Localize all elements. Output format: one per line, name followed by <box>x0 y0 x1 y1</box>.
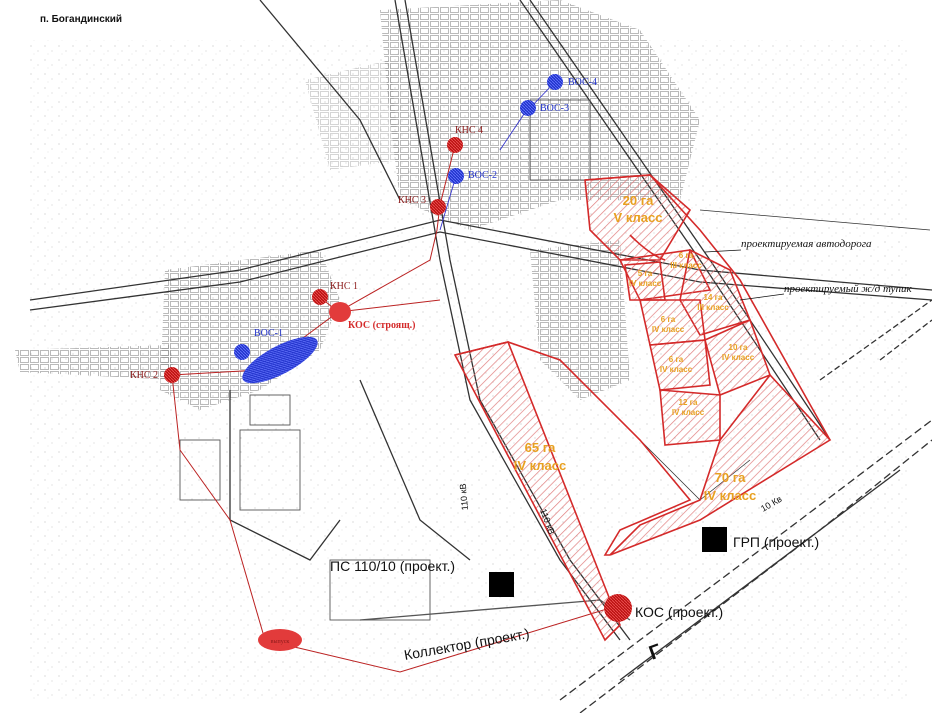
zone-area-label: 6 га <box>669 355 684 364</box>
vos2-label: ВОС-2 <box>468 170 497 181</box>
vos3-marker <box>520 100 536 116</box>
zone-70ga <box>609 373 832 556</box>
kos-building-label: КОС (строящ.) <box>348 320 415 331</box>
grp-label: ГРП (проект.) <box>733 534 819 550</box>
zone-class-label: IV класс <box>704 488 757 503</box>
outlet-label: выпуск <box>271 639 290 645</box>
kns4-label: КНС 4 <box>455 125 483 136</box>
kns2-marker <box>164 367 180 383</box>
zone-6ga-iv-b <box>649 339 711 391</box>
zone-area-label: 14 га <box>704 293 723 302</box>
kns1-label: КНС 1 <box>330 281 358 292</box>
zone-class-label: IV класс <box>672 408 705 417</box>
zone-class-label: IV класс <box>722 353 755 362</box>
zone-class-label: IV класс <box>660 365 693 374</box>
kos-proj-label: КОС (проект.) <box>635 604 723 620</box>
zone-class-label: III класс <box>670 261 702 270</box>
kns4-marker <box>447 137 463 153</box>
zone-area-label: 10 га <box>729 343 748 352</box>
zone-labels: 20 га V класс 6 га III класс 5 га IV кла… <box>514 193 757 503</box>
vos1-label: ВОС-1 <box>254 328 283 339</box>
vos2-marker <box>448 168 464 184</box>
vos4-label: ВОС-4 <box>568 77 597 88</box>
kos-proj-marker <box>604 594 632 622</box>
zone-class-label: III класс <box>697 303 729 312</box>
map-title: п. Богандинский <box>40 14 122 25</box>
zone-class-label: V класс <box>614 210 663 225</box>
kns3-marker <box>430 199 446 215</box>
reservoir-marker <box>242 336 318 384</box>
kns2-label: КНС 2 <box>130 370 158 381</box>
zone-class-label: IV класс <box>652 325 685 334</box>
road-annotation: проектируемая автодорога <box>741 238 872 250</box>
outlet-marker <box>258 629 302 651</box>
zone-class-label: IV класс <box>514 458 567 473</box>
kns3-label: КНС 3 <box>398 195 426 206</box>
ps-label: ПС 110/10 (проект.) <box>330 558 455 574</box>
facility-markers <box>164 74 727 651</box>
vos1-marker <box>234 344 250 360</box>
settlement-blocks <box>15 0 700 410</box>
ps-marker <box>489 572 514 597</box>
plot-outlines <box>179 99 591 621</box>
industrial-zones <box>453 174 832 642</box>
vos3-label: ВОС-3 <box>540 103 569 114</box>
zone-area-label: 6 га <box>661 315 676 324</box>
zone-area-label: 12 га <box>679 398 698 407</box>
kns1-marker <box>312 289 328 305</box>
power-line-110kv-label: 110 кВ <box>458 483 470 511</box>
kos-building-marker <box>329 302 351 322</box>
zone-area-label: 70 га <box>715 470 746 485</box>
zone-area-label: 20 га <box>623 193 654 208</box>
zone-area-label: 6 га <box>679 251 694 260</box>
rail-annotation: проектируемый ж/д тупик <box>784 283 913 295</box>
zone-area-label: 5 га <box>638 269 653 278</box>
zone-area-label: 65 га <box>525 440 556 455</box>
zone-class-label: IV класс <box>629 279 662 288</box>
vos4-marker <box>547 74 563 90</box>
grp-marker <box>702 527 727 552</box>
